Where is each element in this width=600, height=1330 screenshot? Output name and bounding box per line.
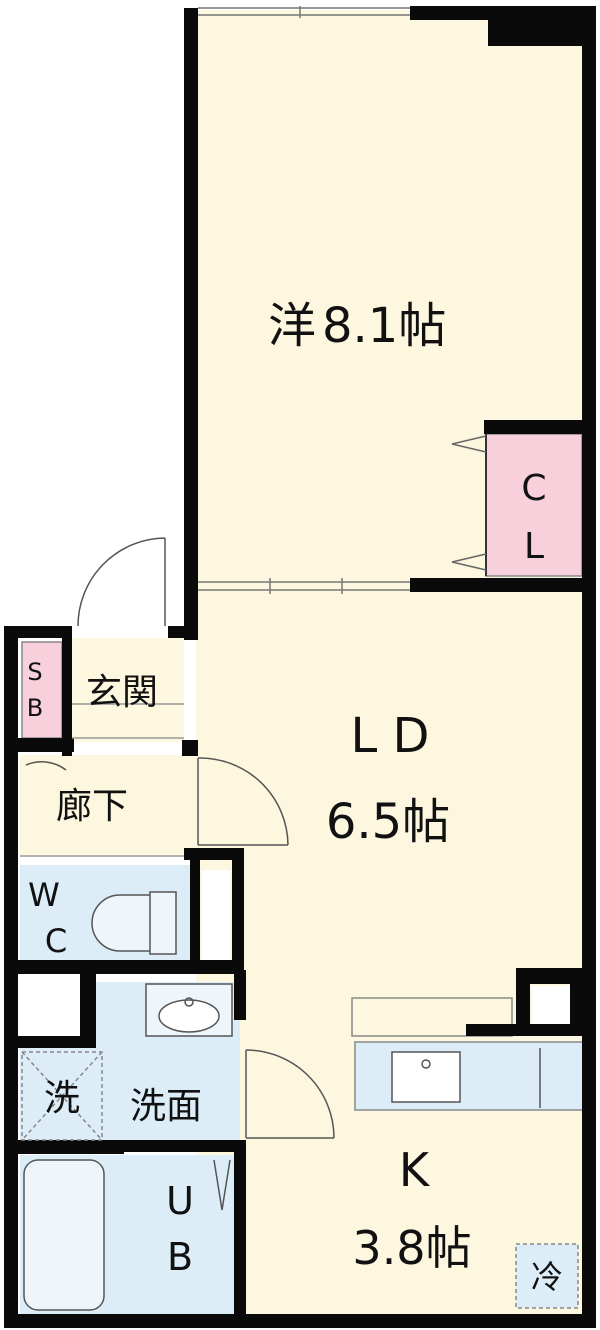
- bathtub-icon: [23, 1159, 105, 1311]
- fridge-label: 冷: [531, 1258, 563, 1296]
- western-room-label: 洋: [268, 298, 316, 354]
- closet-label-1: C: [521, 468, 546, 509]
- washer-label: 洗: [44, 1078, 80, 1119]
- floor-fills: [20, 10, 586, 1314]
- washer-icon: [21, 1051, 103, 1141]
- ld-label: L D: [351, 708, 430, 764]
- windows: [198, 6, 410, 594]
- kitchen-sink-icon: [391, 1048, 541, 1108]
- unit-bath-label-1: U: [166, 1179, 194, 1223]
- walls: [4, 6, 596, 1328]
- kitchen-size: 3.8帖: [352, 1221, 471, 1275]
- sink-icon: [145, 983, 233, 1037]
- shoe-box: [21, 641, 63, 739]
- unit-bath-label-2: B: [167, 1235, 193, 1279]
- toilet-icon: [91, 891, 177, 955]
- kitchen-counter: [354, 1041, 584, 1111]
- corridor-floor: [20, 755, 196, 855]
- labels: 洋 8.1帖 C L S B 玄関 廊下 L D 6.5帖 W C 洗 洗面 U…: [27, 298, 563, 1296]
- kitchen-label: K: [399, 1143, 431, 1197]
- washroom-label: 洗面: [130, 1086, 202, 1127]
- ld-k-floor: [196, 588, 586, 1314]
- doors: [20, 537, 335, 1211]
- shoe-box-label-1: S: [27, 658, 42, 686]
- closet-label-2: L: [524, 526, 544, 567]
- entrance-label: 玄関: [86, 672, 158, 713]
- wc-label-1: W: [28, 876, 60, 914]
- ld-size: 6.5帖: [326, 794, 450, 850]
- entrance-floor: [70, 638, 184, 742]
- fridge-icon: [515, 1243, 579, 1309]
- corridor-label: 廊下: [56, 786, 128, 827]
- western-room-size: 8.1帖: [322, 298, 446, 354]
- voids: [18, 870, 570, 1036]
- shoe-box-label-2: B: [27, 694, 43, 722]
- wc-label-2: C: [45, 922, 67, 960]
